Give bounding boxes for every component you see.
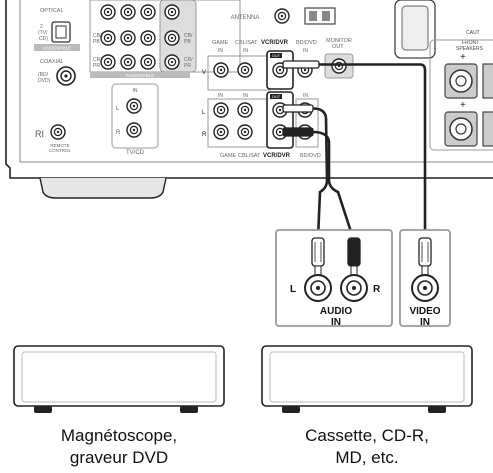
audio-r-label: R xyxy=(373,284,381,295)
svg-text:OUT: OUT xyxy=(332,44,344,50)
component-jacks xyxy=(100,0,197,73)
svg-text:L: L xyxy=(202,110,206,116)
remote-control-jack xyxy=(50,124,66,140)
game-video-jack xyxy=(213,62,229,78)
audio-cable-white xyxy=(282,104,329,239)
svg-text:V: V xyxy=(202,70,206,76)
svg-text:OUT: OUT xyxy=(272,53,281,58)
svg-text:CR/: CR/ xyxy=(93,57,102,63)
video-plug-receiver xyxy=(282,60,320,69)
device-caption-cassette: Cassette, CD-R, MD, etc. xyxy=(262,425,472,469)
assignable-badge xyxy=(34,44,80,51)
svg-text:R: R xyxy=(202,132,207,138)
audio-plug-l xyxy=(311,237,325,267)
device-cassette-cdr-md xyxy=(261,345,473,413)
svg-text:(BD/: (BD/ xyxy=(38,72,49,78)
svg-text:CB/: CB/ xyxy=(93,33,102,39)
svg-text:L: L xyxy=(116,106,120,112)
svg-text:CAUT: CAUT xyxy=(466,30,480,36)
optical-sub-label: CD) xyxy=(39,36,48,42)
device-caption-recorder: Magnétoscope, graveur DVD xyxy=(14,425,224,469)
receiver-foot xyxy=(39,177,167,199)
svg-text:DVD): DVD) xyxy=(38,78,51,84)
svg-text:+: + xyxy=(460,100,466,111)
front-speaker-terminals xyxy=(444,63,493,147)
video-cable xyxy=(282,60,427,238)
svg-text:CBL/SAT: CBL/SAT xyxy=(238,153,261,159)
svg-text:PR: PR xyxy=(93,63,100,69)
svg-text:IN: IN xyxy=(133,88,138,94)
device-vcr-dvd-recorder xyxy=(13,345,225,413)
optical-sub-label: (TV/ xyxy=(38,30,48,36)
tvcd-audio-r-jack xyxy=(126,122,142,138)
monitor-out-jack xyxy=(331,58,347,74)
tvcd-audio-l-jack xyxy=(126,98,142,114)
svg-text:+: + xyxy=(460,52,466,63)
svg-text:PB: PB xyxy=(184,39,191,45)
svg-text:VCR/DVR: VCR/DVR xyxy=(263,153,291,159)
antenna-label: ANTENNA xyxy=(231,15,260,21)
antenna-jack xyxy=(274,8,290,24)
caption-line: graveur DVD xyxy=(69,448,169,467)
svg-text:REMOTE: REMOTE xyxy=(50,143,69,148)
svg-text:IN: IN xyxy=(218,48,223,54)
tvcd-label: TV/CD xyxy=(126,150,145,156)
svg-text:IN: IN xyxy=(243,48,248,54)
audio-in-l-jack xyxy=(304,274,332,302)
svg-text:VCR/DVR: VCR/DVR xyxy=(261,40,289,46)
svg-text:GAME: GAME xyxy=(212,40,229,46)
svg-text:PR: PR xyxy=(184,63,191,69)
audio-plug-r xyxy=(347,237,361,267)
audio-l-label: L xyxy=(290,284,296,295)
video-in-jack xyxy=(411,274,439,302)
ri-label: RI xyxy=(35,129,44,139)
audio-in-r-jack xyxy=(340,274,368,302)
svg-text:R: R xyxy=(116,130,121,136)
svg-text:CR/: CR/ xyxy=(184,57,193,63)
cblsat-video-jack xyxy=(237,62,253,78)
svg-text:OUT: OUT xyxy=(272,94,281,99)
svg-text:ASSIGNABLE: ASSIGNABLE xyxy=(126,73,155,78)
svg-text:GAME: GAME xyxy=(220,153,237,159)
optical-number: 2 xyxy=(40,24,43,30)
video-in-label: VIDEO xyxy=(409,306,440,317)
av-receiver-rear-panel: OPTICAL 2 (TV/ CD) ASSIGNABLE COAXIAL (B… xyxy=(5,0,493,199)
svg-text:CB/: CB/ xyxy=(184,33,193,39)
audio-in-label: AUDIO xyxy=(320,306,352,317)
svg-text:FRONT: FRONT xyxy=(462,40,479,46)
svg-text:IN: IN xyxy=(243,93,248,99)
svg-text:ASSIGNABLE: ASSIGNABLE xyxy=(43,46,72,51)
caption-line: Magnétoscope, xyxy=(60,426,178,445)
coaxial-jack xyxy=(56,66,76,86)
audio-in-box xyxy=(275,229,393,327)
svg-text:IN: IN xyxy=(218,93,223,99)
audio-plug-l-receiver xyxy=(282,104,314,113)
recorder-input-panel: L R AUDIO IN VIDEO IN xyxy=(275,229,451,328)
svg-text:CONTROL: CONTROL xyxy=(49,148,71,153)
audio-plug-r-receiver xyxy=(282,127,314,137)
svg-text:BD/DVD: BD/DVD xyxy=(296,40,317,46)
svg-text:PB: PB xyxy=(93,39,100,45)
audio-cable-red xyxy=(282,127,355,239)
caption-line: MD, etc. xyxy=(335,448,399,467)
svg-text:IN: IN xyxy=(303,93,308,99)
optical-label: OPTICAL xyxy=(40,8,64,14)
caption-line: Cassette, CD-R, xyxy=(305,426,429,445)
audio-in-label-2: IN xyxy=(331,317,341,328)
svg-text:CBL/SAT: CBL/SAT xyxy=(235,40,258,46)
svg-text:IN: IN xyxy=(303,48,308,54)
svg-text:BD/DVD: BD/DVD xyxy=(300,153,321,159)
svg-text:SPEAKERS: SPEAKERS xyxy=(456,46,484,52)
svg-text:MONITOR: MONITOR xyxy=(326,38,352,44)
video-plug xyxy=(418,237,432,267)
video-in-label-2: IN xyxy=(420,317,430,328)
coaxial-label: COAXIAL xyxy=(40,59,64,65)
